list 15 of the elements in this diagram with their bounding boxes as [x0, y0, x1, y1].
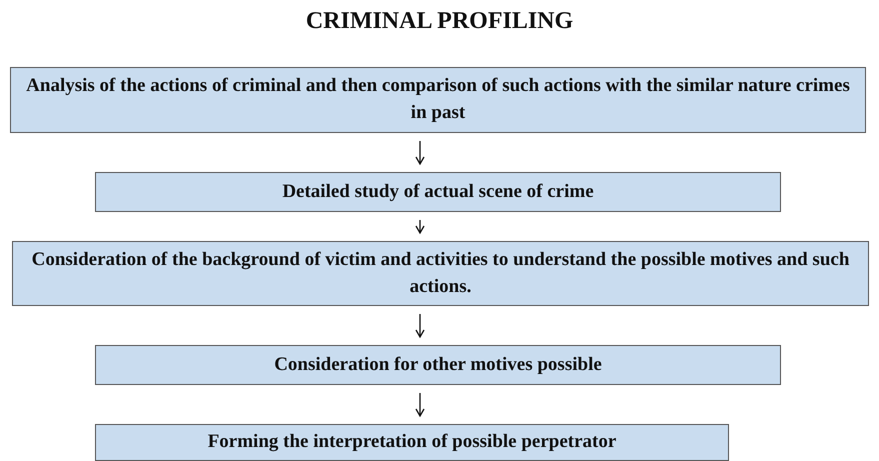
arrow: [415, 393, 425, 417]
process-box: [95, 345, 781, 385]
arrow: [415, 314, 425, 338]
title: CRIMINAL PROFILING: [304, 8, 574, 35]
box-text: Detailed study of actual scene of crime: [282, 180, 594, 204]
box-text: Analysis of the actions of criminal and then comparison of such actions with the similar nature crimes in past: [25, 74, 851, 125]
process-box: [95, 172, 781, 212]
process-box: [10, 67, 866, 133]
process-box: [12, 241, 869, 306]
box-text: Forming the interpretation of possible perpetrator: [208, 430, 616, 454]
arrow: [415, 220, 425, 234]
box-text: Consideration of the background of victim and activities to understand the possible motives and such actions.: [30, 248, 850, 298]
arrow: [415, 141, 425, 165]
process-box: [95, 424, 729, 461]
box-text: Consideration for other motives possible: [274, 352, 602, 377]
